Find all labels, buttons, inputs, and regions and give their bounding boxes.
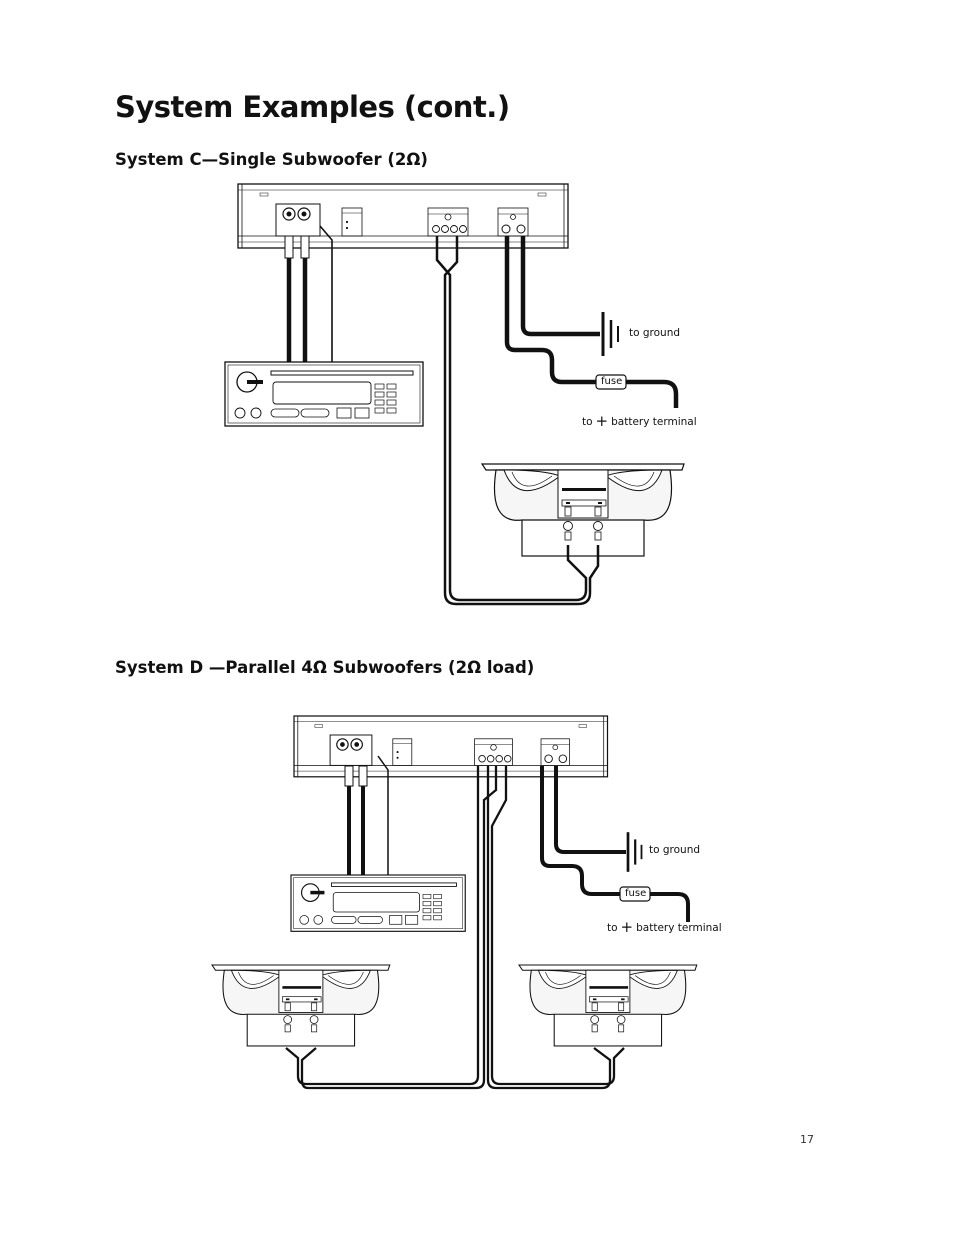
fuse-label: fuse xyxy=(625,888,647,899)
head-unit-icon xyxy=(224,361,424,427)
amplifier-icon xyxy=(293,715,609,778)
speaker-wire xyxy=(285,766,625,1090)
system-d-title: System D —Parallel 4Ω Subwoofers (2Ω loa… xyxy=(115,658,535,677)
page-title: System Examples (cont.) xyxy=(115,90,510,124)
battery-terminal-text: battery terminal xyxy=(611,416,697,428)
to-word: to xyxy=(607,922,618,934)
ground-symbol-icon xyxy=(626,830,643,874)
system-d-diagram xyxy=(211,715,698,1090)
speaker-wire xyxy=(435,236,600,606)
subwoofer-icon xyxy=(518,964,698,1047)
to-ground-label: to ground xyxy=(629,327,681,339)
rca-cables xyxy=(284,225,333,362)
head-unit-icon xyxy=(290,874,466,932)
system-c-diagram xyxy=(224,183,685,606)
fuse-icon xyxy=(619,886,651,902)
plus-symbol: + xyxy=(620,918,634,936)
battery-terminal-label: to+battery terminal xyxy=(582,412,697,430)
rca-cables xyxy=(344,755,389,875)
page-number: 17 xyxy=(800,1133,814,1146)
to-word: to xyxy=(582,416,593,428)
fuse-label: fuse xyxy=(601,376,623,387)
ground-symbol-icon xyxy=(601,310,620,358)
fuse-icon xyxy=(595,374,627,390)
plus-symbol: + xyxy=(595,412,609,430)
to-ground-label: to ground xyxy=(649,844,701,856)
subwoofer-icon xyxy=(211,964,391,1047)
battery-terminal-label: to+battery terminal xyxy=(607,918,722,936)
system-c-title: System C—Single Subwoofer (2Ω) xyxy=(115,150,428,169)
power-wires xyxy=(504,236,679,408)
subwoofer-icon xyxy=(481,463,685,557)
power-wires xyxy=(540,766,690,922)
battery-terminal-text: battery terminal xyxy=(636,922,722,934)
